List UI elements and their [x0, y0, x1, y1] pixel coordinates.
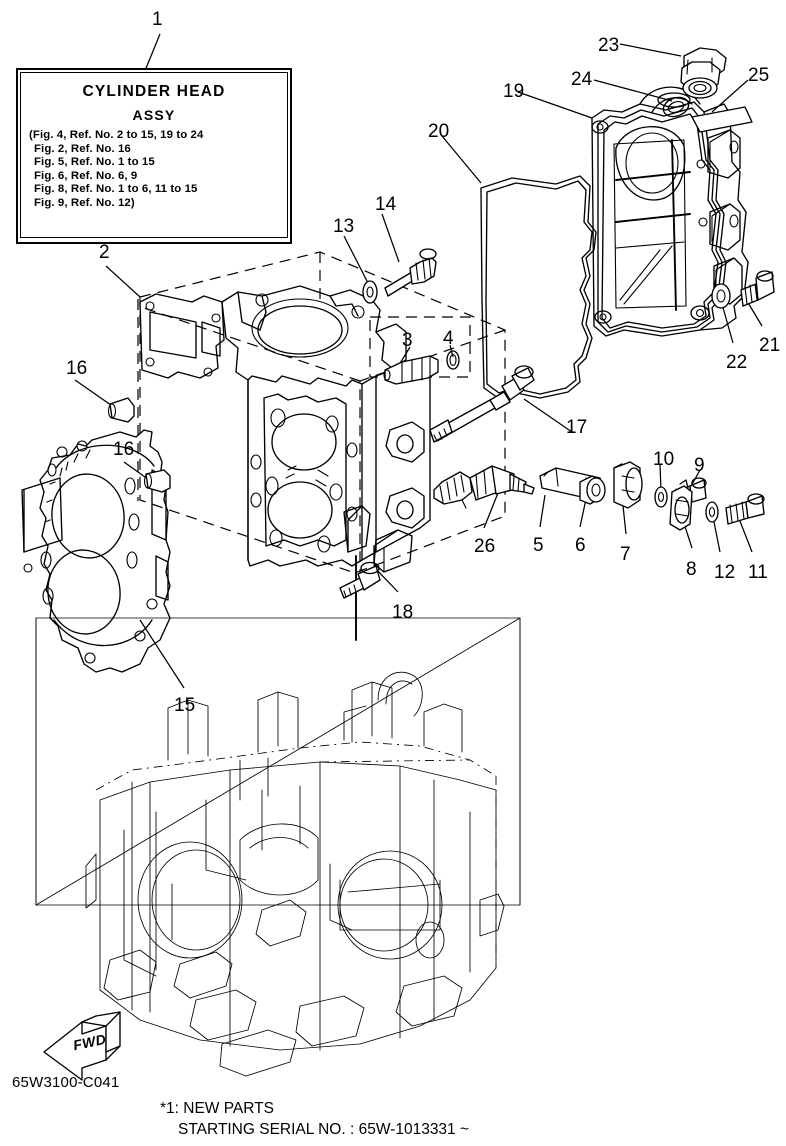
- crankcase-phantom-view: [35, 617, 521, 1077]
- callout-14: 14: [375, 194, 397, 215]
- rocker-cover-gasket: [480, 175, 597, 399]
- callout-13: 13: [333, 216, 355, 237]
- callout-6: 6: [575, 535, 586, 556]
- ref-line-2: Fig. 5, Ref. No. 1 to 15: [34, 156, 155, 169]
- bracket-7: [613, 461, 643, 509]
- serial-note: STARTING SERIAL NO. : 65W-1013331 ~: [178, 1121, 470, 1138]
- washer-13: [362, 280, 378, 304]
- drawing-number: 65W3100-C041: [12, 1074, 120, 1091]
- callout-16: 16: [66, 358, 88, 379]
- bracket-8: [669, 479, 693, 531]
- bolt-18: [339, 561, 381, 599]
- ref-line-4: Fig. 8, Ref. No. 1 to 6, 11 to 15: [34, 183, 198, 196]
- o-ring-24: [662, 96, 690, 118]
- callout-16: 16: [113, 439, 135, 460]
- callout-21: 21: [759, 335, 781, 356]
- callout-12: 12: [714, 562, 736, 583]
- new-parts-note: *1: NEW PARTS: [160, 1100, 274, 1117]
- bolt-11: [725, 493, 765, 525]
- dowel-oring-dashed-box: [369, 316, 471, 378]
- washer-12: [705, 501, 719, 523]
- callout-24: 24: [571, 69, 593, 90]
- footer-notes: *1: NEW PARTS STARTING SERIAL NO. : 65W-…: [160, 1098, 469, 1140]
- long-bolt-17: [429, 365, 535, 443]
- washer-22: [711, 283, 731, 309]
- callout-10: 10: [653, 449, 675, 470]
- callout-2: 2: [99, 242, 110, 263]
- title-box-subtitle: ASSY: [132, 107, 176, 123]
- bushing-6: [579, 475, 606, 505]
- bolt-14: [384, 248, 437, 297]
- callout-4: 4: [443, 328, 454, 349]
- ref-line-0: (Fig. 4, Ref. No. 2 to 15, 19 to 24: [29, 129, 204, 141]
- o-ring-4: [446, 350, 460, 370]
- callout-8: 8: [686, 559, 697, 580]
- callout-17: 17: [566, 417, 588, 438]
- label-plate-25: [691, 106, 753, 133]
- callout-7: 7: [620, 544, 631, 565]
- cylinder-head-body: [139, 285, 431, 641]
- ref-line-3: Fig. 6, Ref. No. 6, 9: [34, 169, 138, 182]
- title-box-title: CYLINDER HEAD: [82, 83, 226, 100]
- rocker-cover-body: [591, 86, 749, 337]
- callout-9: 9: [694, 455, 705, 476]
- title-box-reference-lines: (Fig. 4, Ref. No. 2 to 15, 19 to 24 Fig.…: [29, 129, 279, 211]
- title-box: CYLINDER HEAD ASSY (Fig. 4, Ref. No. 2 t…: [16, 68, 292, 244]
- dowel-pin-16b: [143, 469, 171, 493]
- head-assembly-dashed-box: [137, 251, 506, 574]
- ref-line-5: Fig. 9, Ref. No. 12): [34, 196, 135, 209]
- callout-25: 25: [748, 65, 770, 86]
- spark-plug-26: [433, 465, 535, 509]
- washer-10: [654, 486, 668, 508]
- callout-26: 26: [474, 536, 496, 557]
- bolt-21: [740, 270, 775, 307]
- callout-5: 5: [533, 535, 544, 556]
- dowel-pin-3: [383, 355, 439, 385]
- dowel-pin-16a: [107, 397, 135, 423]
- ref-line-1: Fig. 2, Ref. No. 16: [34, 142, 131, 155]
- oil-filler-cap-23: [680, 47, 727, 99]
- callout-1: 1: [152, 9, 163, 30]
- callout-18: 18: [392, 602, 414, 623]
- callout-22: 22: [726, 352, 748, 373]
- cylinder-head-gasket: [21, 429, 171, 673]
- callout-15: 15: [174, 695, 196, 716]
- callout-20: 20: [428, 121, 450, 142]
- callout-23: 23: [598, 35, 620, 56]
- callout-11: 11: [748, 562, 768, 583]
- fwd-arrow-icon: [43, 1011, 121, 1081]
- callout-19: 19: [503, 81, 525, 102]
- callout-3: 3: [402, 330, 413, 351]
